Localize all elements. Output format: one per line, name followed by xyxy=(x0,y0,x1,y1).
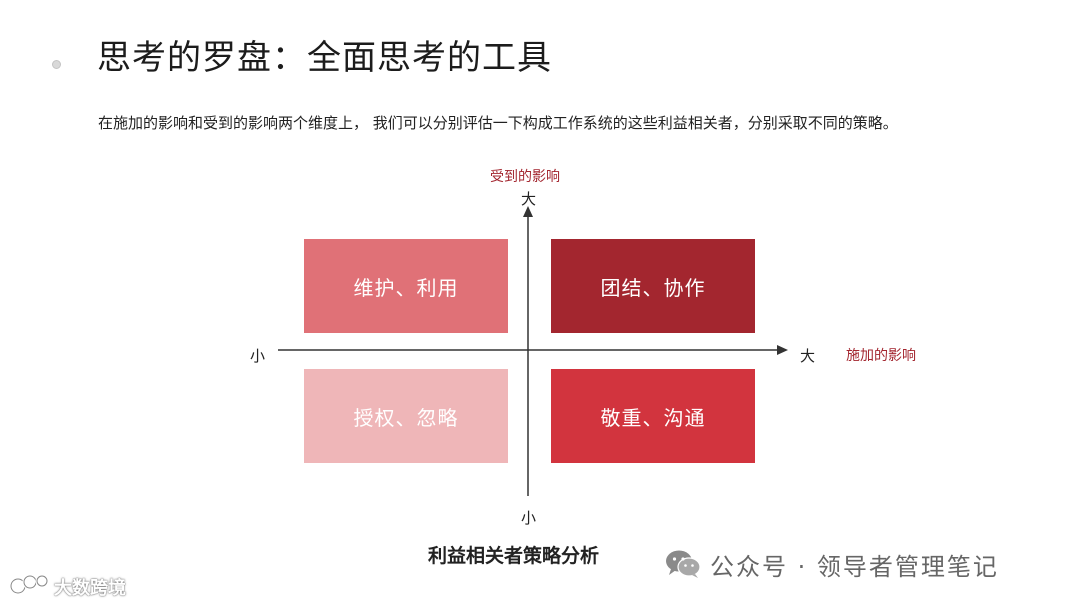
y-axis-high-label: 大 xyxy=(521,190,537,208)
weibo-style-logo-icon xyxy=(9,574,49,595)
x-axis-title: 施加的影响 xyxy=(846,348,916,364)
quadrant-label: 维护、利用 xyxy=(353,275,459,300)
x-axis-high-label: 大 xyxy=(800,347,816,365)
wechat-icon xyxy=(666,550,701,578)
quadrant-top-right: 团结、协作 xyxy=(551,239,755,333)
quadrant-bottom-right: 敬重、沟通 xyxy=(551,369,755,463)
page-title: 思考的罗盘：全面思考的工具 xyxy=(97,38,552,78)
wechat-account-label: 公众号 · 领导者管理笔记 xyxy=(710,553,999,581)
quadrant-label: 授权、忽略 xyxy=(353,405,459,430)
quadrant-label: 敬重、沟通 xyxy=(600,405,706,430)
quadrant-label: 团结、协作 xyxy=(600,275,706,300)
quadrant-bottom-left: 授权、忽略 xyxy=(304,369,508,463)
x-axis-low-label: 小 xyxy=(250,347,266,365)
diagram-caption: 利益相关者策略分析 xyxy=(428,545,600,567)
x-axis-arrow xyxy=(777,345,788,355)
y-axis-title: 受到的影响 xyxy=(490,169,560,185)
page-subtitle: 在施加的影响和受到的影响两个维度上， 我们可以分别评估一下构成工作系统的这些利益… xyxy=(98,114,898,132)
quadrant-top-left: 维护、利用 xyxy=(304,239,508,333)
brand-watermark: 大数跨境 xyxy=(54,578,126,599)
y-axis-arrow xyxy=(523,206,533,217)
y-axis-low-label: 小 xyxy=(521,509,537,527)
bullet-dot xyxy=(52,60,61,69)
